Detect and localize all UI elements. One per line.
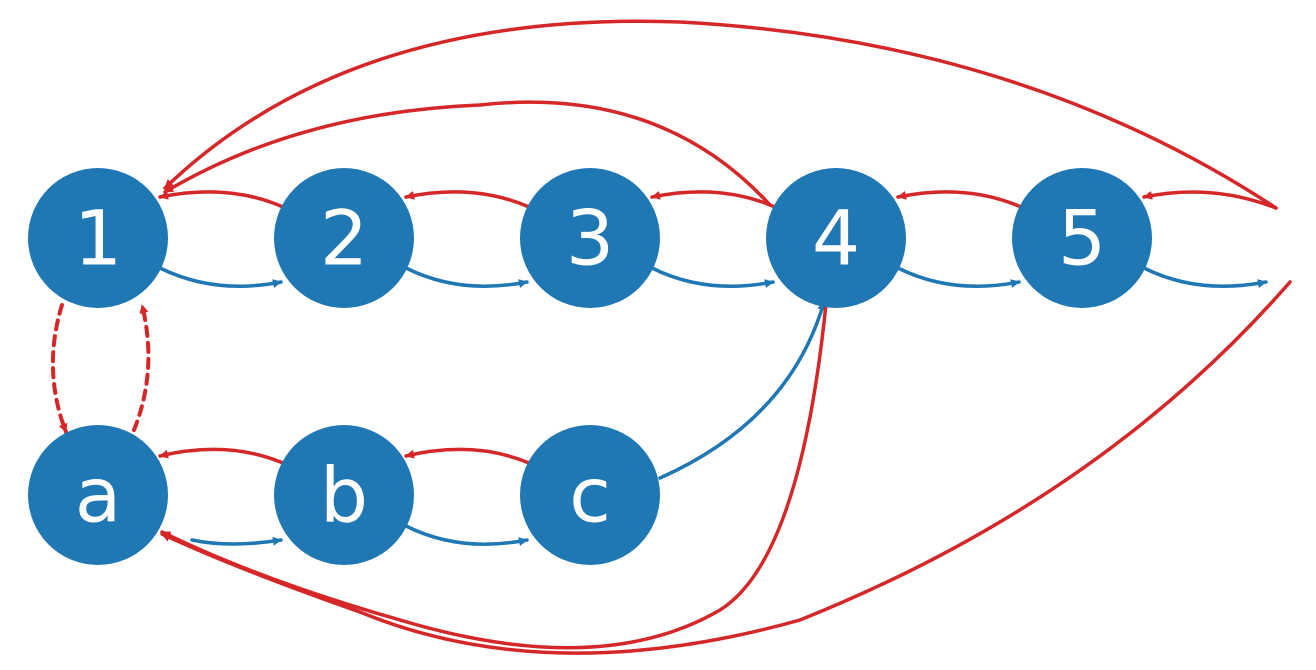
edge-b-to-c — [404, 524, 529, 546]
node-5-circle — [1012, 168, 1152, 308]
node-c: c — [520, 425, 660, 565]
node-b-circle — [274, 425, 414, 565]
edge-in-to-a — [160, 280, 1292, 655]
node-a-label: a — [75, 451, 122, 540]
edge-c-to-b — [404, 447, 531, 465]
node-c-label: c — [569, 451, 611, 540]
node-1-circle — [28, 168, 168, 308]
edge-b-to-a — [158, 447, 285, 465]
edge-3-to-2 — [404, 190, 531, 209]
node-a: a — [28, 425, 168, 565]
node-4: 4 — [766, 168, 906, 308]
edge-2-to-1 — [158, 190, 285, 209]
edge-4-to-3 — [650, 190, 777, 209]
node-3: 3 — [520, 168, 660, 308]
edge-in-to-5 — [1142, 190, 1278, 210]
edge-1-to-a-dashed — [50, 303, 68, 434]
node-b-label: b — [320, 451, 368, 540]
edge-5-to-4 — [896, 190, 1023, 209]
edge-4-to-5 — [896, 266, 1021, 288]
nodes-group: 1 2 3 4 5 a b c — [28, 168, 1152, 565]
node-1-label: 1 — [74, 194, 122, 283]
node-a-circle — [28, 425, 168, 565]
node-3-label: 3 — [566, 194, 614, 283]
node-2: 2 — [274, 168, 414, 308]
edge-c-to-4 — [658, 300, 827, 480]
edge-1-to-2 — [158, 266, 283, 288]
edge-3-to-4 — [650, 266, 775, 288]
node-b: b — [274, 425, 414, 565]
edges-group — [50, 19, 1292, 655]
node-c-circle — [520, 425, 660, 565]
node-2-label: 2 — [320, 194, 368, 283]
edge-5-to-out — [1142, 266, 1268, 288]
node-3-circle — [520, 168, 660, 308]
edge-a-to-b — [190, 536, 283, 546]
node-5: 5 — [1012, 168, 1152, 308]
node-1: 1 — [28, 168, 168, 308]
node-5-label: 5 — [1058, 194, 1106, 283]
edge-2-to-3 — [404, 266, 529, 288]
node-2-circle — [274, 168, 414, 308]
edge-a-to-1-dashed — [132, 303, 151, 432]
edge-4-to-1 — [163, 100, 772, 207]
edge-4-to-a — [160, 302, 828, 650]
edge-in-to-1 — [163, 19, 1278, 210]
node-4-circle — [766, 168, 906, 308]
node-4-label: 4 — [812, 194, 860, 283]
